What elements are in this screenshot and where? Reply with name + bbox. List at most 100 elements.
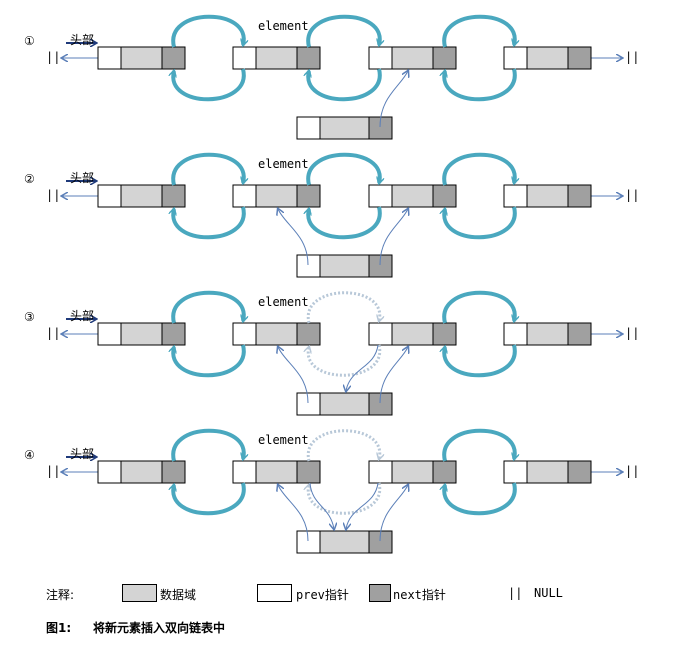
data-cell: [255, 46, 298, 70]
data-cell: [319, 116, 370, 140]
data-cell: [319, 392, 370, 416]
list-node: [503, 460, 592, 484]
prev-link-arc: [308, 345, 382, 377]
list-node: [97, 184, 186, 208]
legend-data-swatch: [122, 584, 157, 602]
next-cell: [567, 184, 592, 208]
prev-cell: [368, 460, 393, 484]
list-node: [232, 46, 321, 70]
prev-cell: [97, 46, 122, 70]
next-cell: [296, 184, 321, 208]
head-label: 头部: [70, 33, 95, 47]
new-prev-pointer: [278, 485, 309, 542]
next-link-arc: [306, 429, 380, 461]
data-cell: [391, 184, 434, 208]
data-cell: [319, 254, 370, 278]
legend-next-swatch: [369, 584, 391, 602]
prev-link-arc: [308, 68, 382, 102]
null-left: ||: [46, 50, 61, 64]
prev-cell: [368, 322, 393, 346]
step-number: ②: [24, 172, 35, 186]
prev-link-arc: [444, 482, 517, 516]
legend-next-label: next指针: [393, 588, 446, 602]
prev-to-new-pointer: [346, 482, 379, 529]
figure-number: 图1:: [46, 621, 72, 635]
next-cell: [432, 184, 457, 208]
prev-cell: [503, 184, 528, 208]
prev-link-arc: [444, 206, 517, 240]
next-link-arc: [442, 152, 515, 186]
prev-link-arc: [444, 344, 517, 378]
next-link-arc: [306, 14, 380, 48]
next-link-arc: [171, 14, 244, 48]
prev-cell: [503, 46, 528, 70]
prev-cell: [232, 322, 257, 346]
step-number: ④: [24, 448, 35, 462]
next-cell: [161, 46, 186, 70]
next-link-arc: [306, 152, 380, 186]
next-cell: [296, 46, 321, 70]
next-cell: [567, 460, 592, 484]
element-label: element: [258, 157, 309, 171]
prev-link-arc: [444, 68, 517, 102]
list-node: [97, 460, 186, 484]
list-node: [368, 460, 457, 484]
next-cell: [567, 46, 592, 70]
legend-data-label: 数据域: [160, 588, 197, 602]
data-cell: [391, 46, 434, 70]
list-node: [503, 46, 592, 70]
next-cell: [161, 460, 186, 484]
next-link-arc: [442, 14, 515, 48]
new-prev-pointer: [278, 347, 309, 404]
data-cell: [255, 322, 298, 346]
next-link-arc: [171, 152, 244, 186]
new-next-pointer: [379, 71, 408, 128]
next-link-arc: [171, 290, 244, 324]
list-node: [368, 322, 457, 346]
prev-cell: [368, 46, 393, 70]
new-next-pointer: [379, 485, 408, 542]
null-right: ||: [625, 464, 640, 478]
element-label: element: [258, 19, 309, 33]
next-to-new-pointer: [309, 482, 334, 529]
next-cell: [296, 460, 321, 484]
next-link-arc: [171, 428, 244, 462]
next-cell: [161, 322, 186, 346]
legend-null-label: NULL: [534, 586, 563, 600]
step-number: ①: [24, 34, 35, 48]
prev-cell: [296, 254, 321, 278]
prev-cell: [232, 46, 257, 70]
prev-link-arc: [173, 68, 246, 102]
prev-cell: [296, 530, 321, 554]
new-next-pointer: [379, 209, 408, 266]
data-cell: [319, 530, 370, 554]
head-label: 头部: [70, 447, 95, 461]
list-node: [368, 46, 457, 70]
null-right: ||: [625, 326, 640, 340]
prev-link-arc: [308, 206, 382, 240]
list-node: [368, 184, 457, 208]
prev-cell: [503, 460, 528, 484]
legend-prev-swatch: [257, 584, 292, 602]
null-left: ||: [46, 464, 61, 478]
new-node: [296, 254, 393, 278]
data-cell: [120, 184, 163, 208]
data-cell: [120, 46, 163, 70]
next-cell: [432, 322, 457, 346]
prev-cell: [97, 322, 122, 346]
new-next-pointer: [379, 347, 408, 404]
prev-link-arc: [308, 483, 382, 515]
next-link-arc: [306, 291, 380, 323]
null-right: ||: [625, 50, 640, 64]
data-cell: [526, 184, 569, 208]
list-node: [503, 184, 592, 208]
prev-link-arc: [173, 206, 246, 240]
null-left: ||: [46, 326, 61, 340]
prev-cell: [296, 392, 321, 416]
prev-cell: [97, 460, 122, 484]
next-link-arc: [442, 290, 515, 324]
list-node: [232, 184, 321, 208]
list-node: [503, 322, 592, 346]
prev-cell: [503, 322, 528, 346]
step-number: ③: [24, 310, 35, 324]
